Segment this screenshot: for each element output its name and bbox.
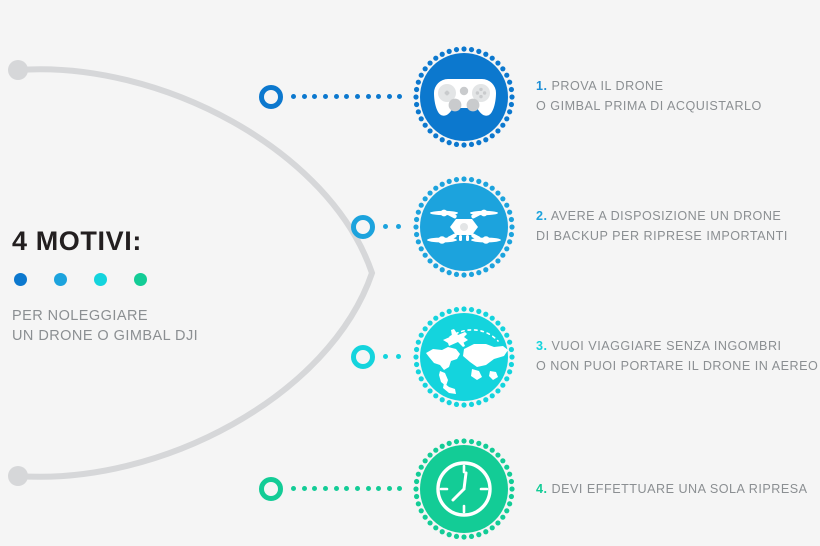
caption-line-2: O NON PUOI PORTARE IL DRONE IN AEREO — [536, 358, 819, 373]
caption-text-1: AVERE A DISPOSIZIONE UN DRONE — [547, 209, 782, 223]
gamepad-icon — [420, 53, 508, 141]
reason-number: 3. — [536, 339, 548, 353]
badge-dotted-ring — [412, 437, 516, 541]
caption-line-1: 4. DEVI EFFETTUARE UNA SOLA RIPRESA — [536, 480, 820, 500]
icon-badge-4[interactable] — [412, 437, 516, 541]
swatch-blue-dark — [14, 273, 27, 286]
reason-number: 2. — [536, 209, 548, 223]
subtitle: PER NOLEGGIARE UN DRONE O GIMBAL DJI — [12, 306, 272, 346]
icon-badge-3[interactable] — [412, 305, 516, 409]
arc-stroke — [15, 66, 376, 480]
swatch-row — [14, 273, 272, 286]
caption-line-1: 1. PROVA IL DRONE — [536, 77, 820, 97]
timeline-node-4[interactable] — [259, 477, 283, 501]
badge-dotted-ring — [412, 175, 516, 279]
icon-badge-2[interactable] — [412, 175, 516, 279]
clock-icon — [420, 445, 508, 533]
page-title: 4 MOTIVI: — [12, 226, 142, 256]
caption-line-2: DI BACKUP PER RIPRESE IMPORTANTI — [536, 228, 788, 243]
swatch-green — [134, 273, 147, 286]
subtitle-line-1: PER NOLEGGIARE — [12, 308, 149, 324]
reason-row: 4. DEVI EFFETTUARE UNA SOLA RIPRESA — [0, 437, 820, 541]
caption-text-1: DEVI EFFETTUARE UNA SOLA RIPRESA — [547, 482, 808, 496]
swatch-cyan — [94, 273, 107, 286]
caption-text-1: PROVA IL DRONE — [547, 79, 664, 93]
connector-dots-1 — [291, 94, 408, 100]
swatch-blue — [54, 273, 67, 286]
arc-endpoint-top — [8, 60, 28, 80]
badge-dotted-ring — [412, 45, 516, 149]
connector-dots-2 — [383, 224, 408, 230]
reason-number: 4. — [536, 482, 548, 496]
globe-airplane-icon — [420, 313, 508, 401]
arc-endpoint-bottom — [8, 466, 28, 486]
caption-text-1: VUOI VIAGGIARE SENZA INGOMBRI — [547, 339, 782, 353]
timeline-node-2[interactable] — [351, 215, 375, 239]
connector-dots-4 — [291, 486, 408, 492]
drone-icon — [420, 183, 508, 271]
icon-badge-1[interactable] — [412, 45, 516, 149]
caption-line-1: 2. AVERE A DISPOSIZIONE UN DRONE — [536, 207, 820, 227]
badge-dotted-ring — [412, 305, 516, 409]
reason-caption-4: 4. DEVI EFFETTUARE UNA SOLA RIPRESA — [536, 480, 820, 500]
heading-block: 4 MOTIVI: PER NOLEGGIARE UN DRONE O GIMB… — [12, 228, 272, 346]
subtitle-line-2: UN DRONE O GIMBAL DJI — [12, 328, 199, 344]
reason-number: 1. — [536, 79, 548, 93]
caption-line-1: 3. VUOI VIAGGIARE SENZA INGOMBRI — [536, 337, 820, 357]
timeline-node-1[interactable] — [259, 85, 283, 109]
connector-dots-3 — [383, 354, 408, 360]
timeline-node-3[interactable] — [351, 345, 375, 369]
caption-line-2: O GIMBAL PRIMA DI ACQUISTARLO — [536, 98, 762, 113]
